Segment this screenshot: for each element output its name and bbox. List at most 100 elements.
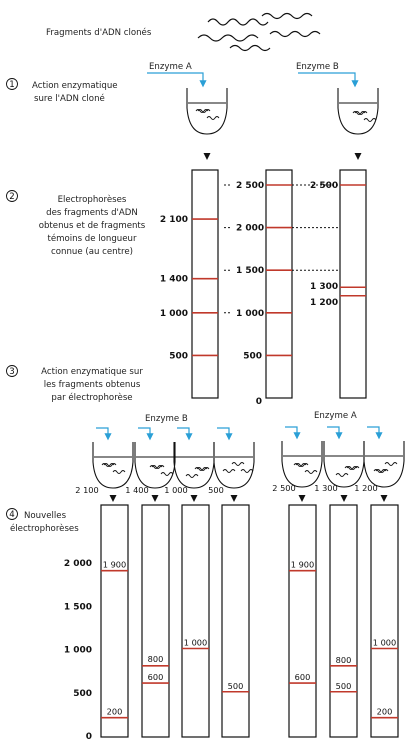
band-label-enzyme-a: 2 100 — [160, 215, 188, 225]
axis-value-label: 2 000 — [64, 559, 92, 569]
enzyme-arrow-icon — [217, 427, 233, 441]
ladder-value-label: 1 000 — [236, 309, 264, 319]
step3-tube-enzyme-a — [323, 441, 365, 488]
axis-value-label: 500 — [73, 689, 92, 699]
tube-fragment-label: 2 100 — [75, 485, 98, 495]
band-label-enzyme-a: 1 400 — [160, 275, 188, 285]
step3-enzyme-a-label: Enzyme A — [314, 411, 357, 421]
tube-fragment-label: 1 200 — [354, 483, 377, 493]
step3-enzyme-b-label: Enzyme B — [145, 414, 188, 424]
enzyme-arrow-icon — [327, 426, 343, 440]
step4-gel — [288, 504, 317, 738]
tube-fragment-label: 500 — [208, 485, 224, 495]
step4-band-label: 800 — [148, 654, 164, 664]
step-4-line-2: électrophorèses — [10, 523, 79, 534]
enzyme-arrow-icon — [367, 426, 383, 440]
step-1-line-2: sure l'ADN cloné — [34, 93, 105, 104]
gel-ladder — [265, 169, 293, 399]
gel-enzyme-a — [191, 169, 219, 399]
ladder-value-label: 1 500 — [236, 266, 264, 276]
step4-band-label: 500 — [228, 681, 244, 691]
step-1-number: 1 — [9, 80, 14, 90]
tube-fragment-label: 2 500 — [272, 483, 295, 493]
step-4-number: 4 — [9, 510, 14, 520]
tube-arrow-down-icon — [190, 495, 198, 502]
axis-value-label: 1 500 — [64, 602, 92, 612]
tube-arrow-down-icon — [340, 495, 348, 502]
enzyme-arrow-icon — [138, 427, 154, 441]
step-1-line-1: Action enzymatique — [32, 81, 118, 91]
enzyme-arrow-icon — [285, 426, 301, 440]
ladder-value-label: 0 — [256, 397, 262, 407]
step1-enzyme-a-label: Enzyme A — [149, 62, 192, 72]
step-2-line-5: connue (au centre) — [51, 247, 133, 257]
tube-arrow-down-icon — [298, 495, 306, 502]
step4-band-label: 1 900 — [291, 560, 314, 570]
ladder-value-label: 2 500 — [236, 181, 264, 191]
step4-gel — [181, 504, 210, 738]
step-2-number: 2 — [9, 192, 14, 202]
tube-arrow-down-icon — [380, 495, 388, 502]
step-3-number: 3 — [9, 367, 14, 377]
step4-band-label: 800 — [336, 655, 352, 665]
cloned-dna-squiggles-icon — [197, 12, 321, 52]
enzyme-b-arrow-icon — [298, 72, 359, 88]
step4-band-label: 200 — [377, 707, 393, 717]
diagram-title: Fragments d'ADN clonés — [46, 27, 152, 38]
step-2-line-2: des fragments d'ADN — [46, 208, 138, 218]
tube-arrow-down-icon — [230, 495, 238, 502]
step4-band-label: 500 — [336, 681, 352, 691]
step4-band-label: 600 — [148, 672, 164, 682]
step4-band-label: 1 900 — [103, 560, 126, 570]
step3-tube-enzyme-b — [92, 442, 134, 489]
axis-value-label: 0 — [86, 732, 92, 742]
step4-gel — [141, 504, 170, 738]
enzyme-arrow-icon — [96, 427, 112, 441]
step-2: 2 Electrophorèses des fragments d'ADN ob… — [6, 190, 146, 257]
step-3-line-2: les fragments obtenus — [44, 380, 141, 390]
step4-gel — [100, 504, 129, 738]
band-label-enzyme-a: 500 — [169, 351, 188, 361]
step-2-line-3: obtenus et de fragments — [39, 221, 146, 231]
step4-gel — [221, 504, 250, 738]
enzyme-arrow-icon — [177, 427, 193, 441]
enzyme-a-arrow-icon — [147, 72, 207, 88]
ladder-value-label: 2 000 — [236, 224, 264, 234]
step3-tube-enzyme-b — [173, 442, 215, 489]
ladder-value-label: 500 — [243, 351, 262, 361]
step1-enzyme-b-label: Enzyme B — [296, 62, 339, 72]
tube-fragment-label: 1 300 — [314, 483, 337, 493]
axis-value-label: 1 000 — [64, 646, 92, 656]
tube-arrow-down-icon — [151, 495, 159, 502]
step-3-line-3: par électrophorèse — [51, 392, 132, 403]
band-label-enzyme-b: 1 300 — [310, 282, 338, 292]
tube-arrow-down-icon — [109, 495, 117, 502]
step4-gel — [370, 504, 399, 738]
step1-tube-enzyme-a — [186, 88, 228, 135]
band-label-enzyme-b: 1 200 — [310, 298, 338, 308]
step4-band-label: 200 — [107, 707, 123, 717]
step-3: 3 Action enzymatique sur les fragments o… — [6, 365, 143, 403]
step3-tube-enzyme-a — [363, 441, 405, 488]
step3-tube-enzyme-a — [281, 441, 323, 488]
gel-enzyme-b — [339, 169, 367, 399]
step1-arrow-down-icon — [203, 153, 211, 160]
step4-band-label: 600 — [295, 672, 311, 682]
tube-fragment-label: 1 400 — [125, 485, 148, 495]
tube-fragment-label: 1 000 — [164, 485, 187, 495]
step1-tube-enzyme-b — [337, 88, 379, 135]
step1-arrow-down-icon — [354, 153, 362, 160]
step4-gel — [329, 504, 358, 738]
step4-band-label: 1 000 — [184, 638, 207, 648]
step4-band-label: 1 000 — [373, 638, 396, 648]
step-3-line-1: Action enzymatique sur — [41, 367, 143, 377]
step-2-line-4: témoins de longueur — [47, 233, 137, 244]
step3-tube-enzyme-b — [134, 442, 176, 489]
step-4-line-1: Nouvelles — [24, 511, 67, 521]
step3-tube-enzyme-b — [213, 442, 255, 489]
step-1: 1 Action enzymatique sure l'ADN cloné — [6, 78, 118, 104]
band-label-enzyme-b: 2 500 — [310, 181, 338, 191]
band-label-enzyme-a: 1 000 — [160, 309, 188, 319]
step-2-line-1: Electrophorèses — [58, 194, 127, 205]
